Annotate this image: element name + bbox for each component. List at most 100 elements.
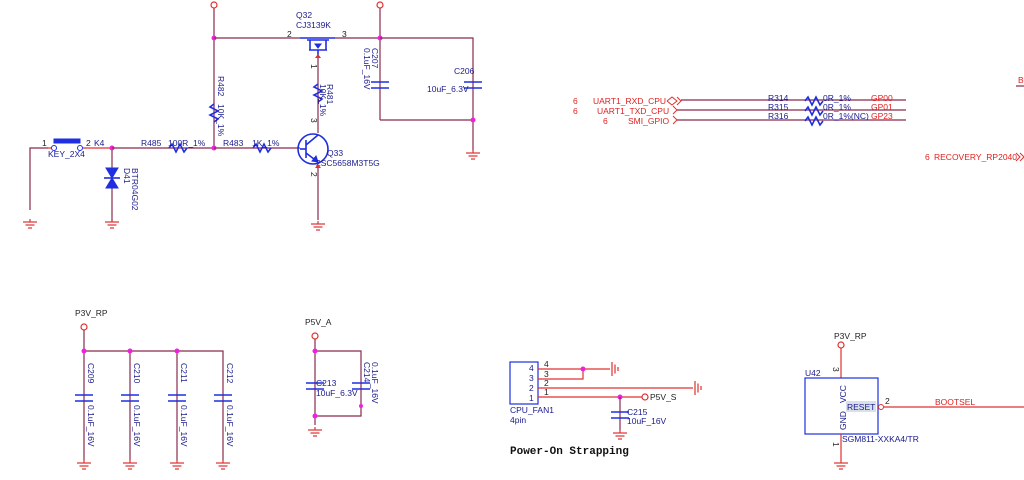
ground-icon [310,220,326,231]
c215-ref: C215 [627,407,648,417]
q32-pin3: 3 [342,29,347,39]
key-k4-circuit: 1 2 K4 KEY_2X4 D41 BTR04G02 [22,138,140,229]
q32-ref: Q32 [296,10,312,20]
ground-icon [169,459,185,470]
ground-icon [694,380,702,396]
u42-reset-pin-label: RESET [847,402,875,412]
q33-pin3: 3 [309,118,319,123]
p3v-rp-net-label-u42: P3V_RP [834,331,867,341]
section-title: Power-On Strapping [510,446,629,458]
uart-row-rxd: 6 UART1_RXD_CPU R314 0R_1% GP00 [573,93,906,106]
diode-value: BTR04G02 [130,168,140,211]
decap-value: 0.1uF_16V [132,405,142,447]
power-port-icon [641,393,649,401]
net-label[interactable]: SMI_GPIO [628,116,669,126]
u42-pin2: 2 [885,396,890,406]
c207-value: 0.1uF_16V [362,48,372,90]
fan-pin-number: 1 [529,393,534,403]
recovery-net-label[interactable]: RECOVERY_RP2040 [934,152,1017,162]
resistor-ref: R316 [768,111,789,121]
u42-gnd-pin-label: GND [838,411,848,430]
u42-ref: U42 [805,368,821,378]
resistor-icon [804,96,824,106]
power-port-icon [376,1,384,9]
active-low-bubble-icon [878,404,884,410]
net-label[interactable]: UART1_RXD_CPU [593,96,666,106]
c214-value: 0.1uF_16V [370,362,380,404]
decap-ref: C209 [86,363,96,384]
ground-icon [307,426,323,437]
r485-ref: R485 [141,138,162,148]
q32-value: CJ3139K [296,20,331,30]
pin-arrow-icon [315,164,321,168]
ground-icon [612,429,628,440]
fan-value: 4pin [510,415,526,425]
key-value: KEY_2X4 [48,149,85,159]
recovery-sheet-ref: 6 [925,152,930,162]
junction-dot [312,413,318,419]
junction-dot [174,348,180,354]
q33-value: 2SC5658M3T5G [316,158,380,168]
ground-icon [215,459,231,470]
r483-value: 1K_1% [252,138,280,148]
pushbutton-icon [53,138,81,144]
gpio-label: GP23 [871,111,893,121]
uart-row-txd: 6 UART1_TXD_CPU R315 0R_1% GP01 [573,102,906,116]
c213-ref: C213 [316,378,337,388]
p3v-rp-net-label: P3V_RP [75,308,108,318]
resistor-value: 0R_1% [823,93,851,103]
junction-dot [81,348,87,354]
net-label[interactable]: UART1_TXD_CPU [597,106,669,116]
offpage-connector-icon [1015,152,1021,162]
gpio-label: GP01 [871,102,893,112]
ground-icon [122,459,138,470]
key-pin2-icon [77,145,83,151]
c206-ref: C206 [454,66,475,76]
ground-icon [611,361,619,377]
power-port-icon [837,341,845,349]
resistor-value: 0R_1%(NC) [823,111,869,121]
c214-ref: C214 [362,362,372,383]
q32-pin2: 2 [287,29,292,39]
decap-value: 0.1uF_16V [225,405,235,447]
tvs-diode-icon [104,167,120,189]
fan-pin-label: 3 [544,369,549,379]
resistor-ref: R315 [768,102,789,112]
fan-pin-number: 2 [529,383,534,393]
r482-ref: R482 [216,76,226,97]
net-label-partial: B [1018,75,1024,85]
sheet-ref: 6 [573,96,578,106]
fan-pin-label: 1 [544,387,549,397]
fan-pin-number: 3 [529,373,534,383]
r483-ref: R483 [223,138,244,148]
power-port-icon [80,323,88,331]
decap-ref: C211 [179,363,189,383]
junction-dot [127,348,133,354]
fan-pin-label: 4 [544,359,549,369]
fan-ref: CPU_FAN1 [510,405,554,415]
p5v-a-net-label: P5V_A [305,317,332,327]
key-pin1-label: 1 [42,138,47,148]
q32-pin1: 1 [309,64,319,69]
resistor-ref: R314 [768,93,789,103]
r485-value: 100R_1% [168,138,206,148]
junction-dot [470,117,476,123]
u42-pin1: 1 [831,442,841,447]
r481-ref: R481 [325,84,335,105]
key-pin1-icon [51,145,57,151]
gpio-label: GP00 [871,93,893,103]
sheet-ref: 6 [603,116,608,126]
mosfet-q32-icon [307,39,329,58]
resistor-icon [804,106,824,116]
resistor-value: 0R_1% [823,102,851,112]
decap-value: 0.1uF_16V [86,405,96,447]
c215-value: 10uF_16V [627,416,667,426]
fan-pin-number: 4 [529,363,534,373]
bootsel-net-label[interactable]: BOOTSEL [935,397,975,407]
power-port-icon [311,332,319,340]
c213-value: 10uF_6.3V [316,388,358,398]
u42-value: SGM811-XXKA4/TR [842,434,919,444]
u42-vcc-pin-label: VCC [838,385,848,403]
decap-ref: C210 [132,363,142,384]
diode-ref: D41 [122,168,132,184]
